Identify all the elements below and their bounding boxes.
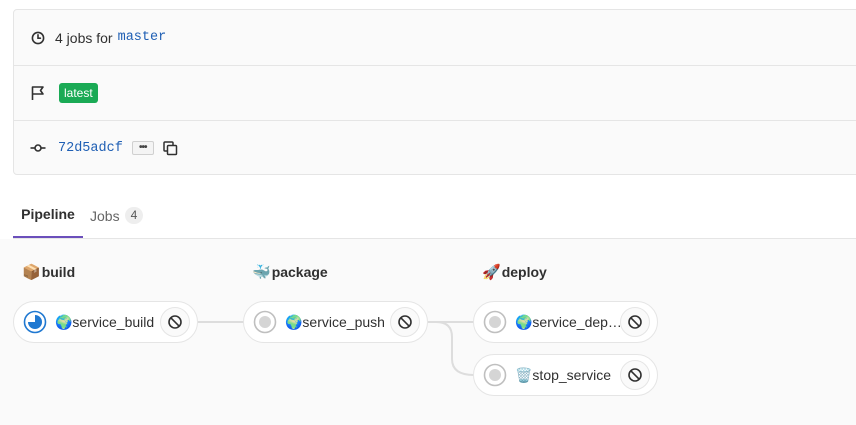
branch-link[interactable]: master xyxy=(117,30,167,45)
expand-commit-button[interactable]: ••• xyxy=(131,141,154,155)
stage-title-package: 🐳 package xyxy=(252,263,328,281)
job-service-push[interactable]: 🌍service_push xyxy=(243,301,428,343)
job-name: 🌍service_build xyxy=(55,313,155,330)
tab-pipeline[interactable]: Pipeline xyxy=(13,192,83,238)
commit-icon xyxy=(30,140,46,156)
commit-row: 72d5adcf ••• xyxy=(14,120,856,175)
jobs-count-text: 4 jobs for xyxy=(55,29,113,46)
stage-package-emoji: 🐳 xyxy=(252,264,271,281)
commit-sha-link[interactable]: 72d5adcf xyxy=(58,140,123,156)
pipeline-graph: 📦 build 🐳 package 🚀 deploy 🌍service_buil… xyxy=(0,239,856,425)
stage-deploy-name: deploy xyxy=(501,264,547,280)
tab-jobs-label: Jobs xyxy=(90,207,120,224)
stage-build-name: build xyxy=(41,264,76,280)
copy-icon[interactable] xyxy=(163,140,179,156)
cancel-icon[interactable] xyxy=(390,307,420,337)
stage-deploy-emoji: 🚀 xyxy=(482,264,501,281)
pipeline-info-box: 4 jobs for master latest 72d5adcf ••• xyxy=(13,9,856,175)
stage-build-emoji: 📦 xyxy=(22,264,41,281)
cancel-icon[interactable] xyxy=(620,307,650,337)
created-status-icon xyxy=(483,310,507,334)
pipeline-tabs: Pipeline Jobs 4 xyxy=(13,192,856,239)
job-name: 🌍service_deploy xyxy=(515,313,623,330)
jobs-summary-row: 4 jobs for master xyxy=(14,10,856,65)
stage-title-build: 📦 build xyxy=(22,263,75,281)
stage-package-name: package xyxy=(271,264,328,280)
created-status-icon xyxy=(253,310,277,334)
created-status-icon xyxy=(483,363,507,387)
tab-jobs[interactable]: Jobs 4 xyxy=(90,192,144,239)
jobs-count-badge: 4 xyxy=(124,207,144,224)
job-service-deploy[interactable]: 🌍service_deploy xyxy=(473,301,658,343)
job-stop-service[interactable]: 🗑️stop_service xyxy=(473,354,658,396)
stage-connectors xyxy=(198,321,475,376)
job-service-build[interactable]: 🌍service_build xyxy=(13,301,198,343)
job-name: 🗑️stop_service xyxy=(515,366,612,383)
tab-pipeline-label: Pipeline xyxy=(21,206,75,222)
cancel-icon[interactable] xyxy=(160,307,190,337)
running-status-icon xyxy=(23,310,47,334)
flag-icon xyxy=(30,85,46,101)
clock-icon xyxy=(30,30,46,46)
badges-row: latest xyxy=(14,65,856,120)
stage-title-deploy: 🚀 deploy xyxy=(482,263,547,281)
cancel-icon[interactable] xyxy=(620,360,650,390)
latest-badge: latest xyxy=(59,83,98,103)
job-name: 🌍service_push xyxy=(285,313,385,330)
